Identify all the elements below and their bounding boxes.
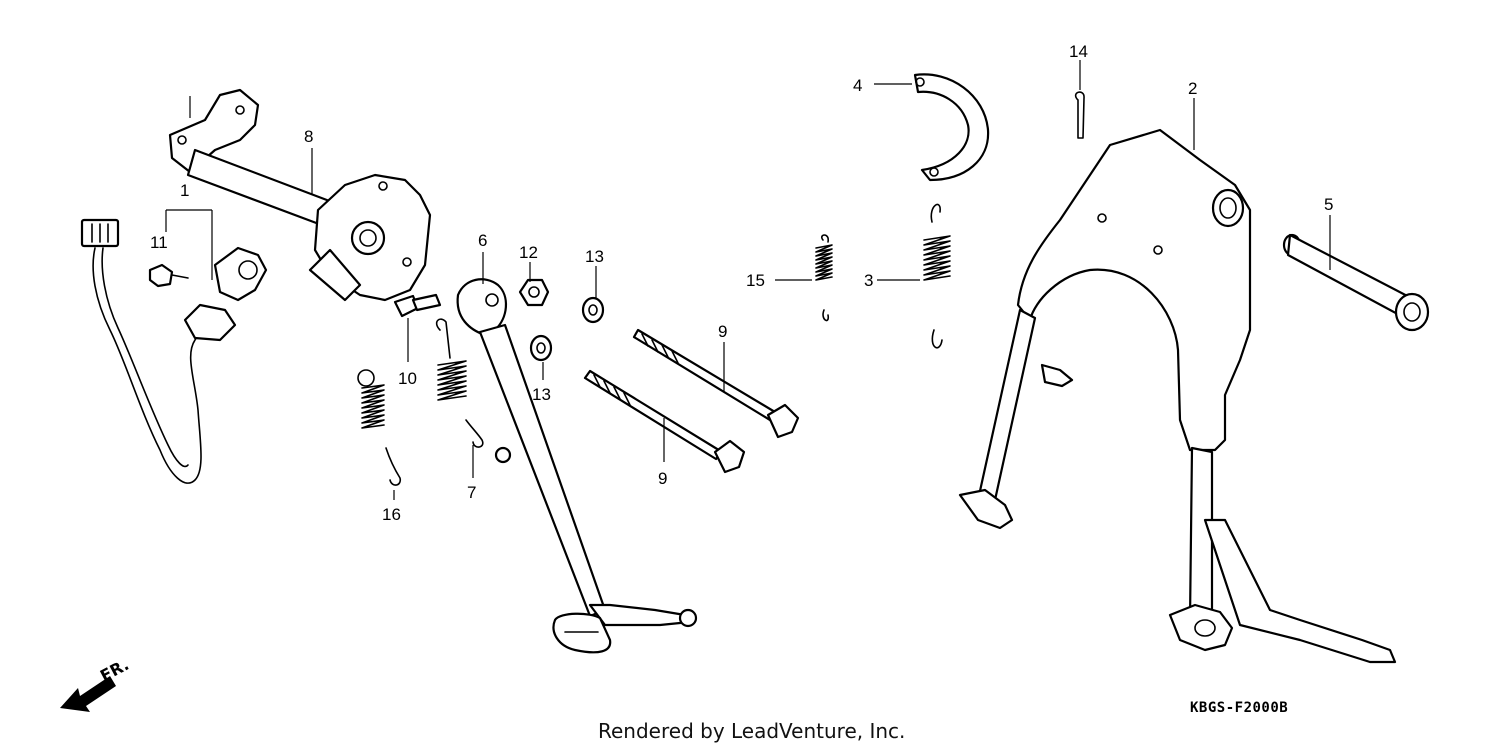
part-13-washer-lower[interactable] [529, 334, 553, 362]
part-2-main-stand[interactable] [958, 128, 1397, 664]
part-16-spring[interactable] [357, 369, 402, 486]
part-13-washer-upper[interactable] [581, 296, 605, 324]
part-3-spring[interactable] [923, 203, 951, 349]
drawing-code: KBGS-F2000B [1190, 700, 1288, 716]
callout-1: 1 [180, 181, 189, 200]
callout-9-lower: 9 [658, 469, 667, 488]
render-credit: Rendered by LeadVenture, Inc. [598, 719, 905, 743]
part-9-bolt-upper[interactable] [632, 328, 800, 439]
callout-11: 11 [150, 233, 168, 252]
part-5-pivot-shaft[interactable] [1282, 233, 1430, 332]
part-4-stopper-plate[interactable] [913, 73, 990, 182]
callout-labels: 1 2 3 4 5 6 7 8 9 9 10 11 12 13 13 14 15… [150, 42, 1333, 524]
callout-13-upper: 13 [585, 247, 604, 266]
part-8-stand-bracket[interactable] [168, 88, 432, 302]
callout-12: 12 [519, 243, 538, 262]
callout-8: 8 [304, 127, 313, 146]
callout-10: 10 [398, 369, 417, 388]
callout-3: 3 [864, 271, 873, 290]
callout-14: 14 [1069, 42, 1088, 61]
callout-15: 15 [746, 271, 765, 290]
part-7-spring[interactable] [435, 318, 484, 448]
callout-9-upper: 9 [718, 322, 727, 341]
part-9-bolt-lower[interactable] [583, 369, 746, 474]
front-arrow-icon [60, 676, 116, 712]
front-label: FR. [97, 655, 132, 686]
part-12-nut[interactable] [518, 278, 550, 307]
part-1-side-stand-switch[interactable] [80, 218, 268, 484]
part-15-spring[interactable] [815, 234, 833, 322]
part-10-pivot-bolt[interactable] [393, 293, 442, 318]
callout-13-lower: 13 [532, 385, 551, 404]
callout-4: 4 [853, 76, 862, 95]
front-direction-indicator: FR. [60, 655, 132, 712]
leader-lines [165, 60, 1331, 500]
callout-7: 7 [467, 483, 476, 502]
callout-16: 16 [382, 505, 401, 524]
callout-6: 6 [478, 231, 487, 250]
part-6-side-stand[interactable] [456, 278, 698, 654]
callout-5: 5 [1324, 195, 1333, 214]
callout-2: 2 [1188, 79, 1197, 98]
part-14-cotter-pin[interactable] [1074, 91, 1085, 139]
